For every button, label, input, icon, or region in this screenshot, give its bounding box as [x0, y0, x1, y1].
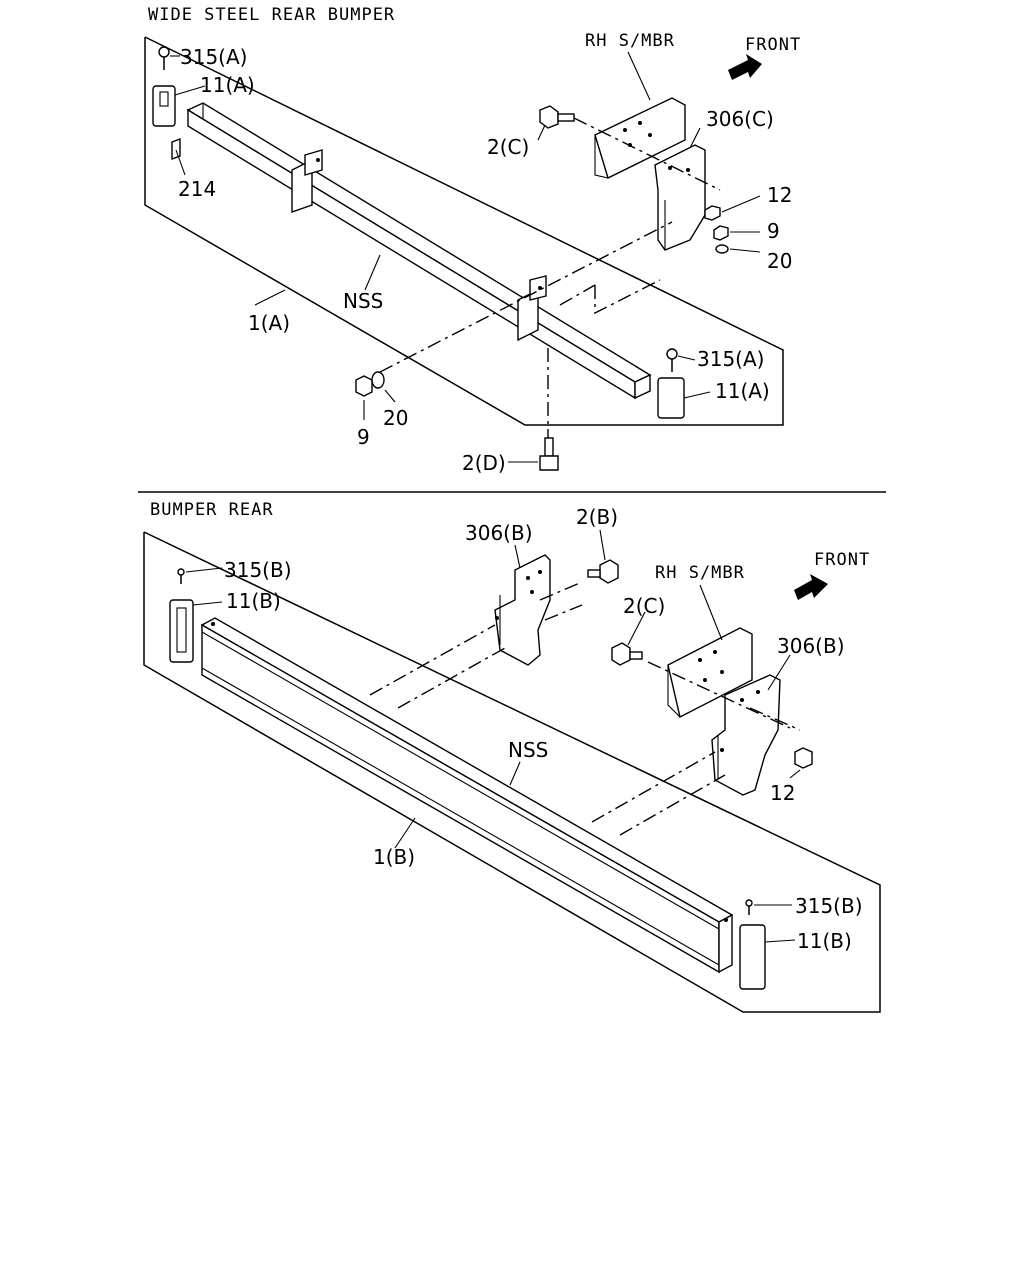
alignment-line: [379, 221, 673, 373]
label-9-right: 9: [767, 219, 780, 243]
label-306b-right: 306(B): [777, 634, 845, 658]
end-cover-right: [657, 377, 685, 419]
label-2b: 2(B): [576, 505, 618, 529]
alignment-line: [544, 604, 583, 621]
label-306c: 306(C): [706, 107, 774, 131]
nut-12: [704, 205, 721, 221]
alignment-line: [397, 647, 506, 709]
label-214: 214: [178, 177, 216, 201]
end-cover-left: [152, 85, 176, 127]
label-1a: 1(A): [248, 311, 290, 335]
bolt-2b: [587, 559, 619, 584]
fastener-top-left: [158, 46, 170, 70]
label-315a-right: 315(A): [697, 347, 764, 371]
end-cover-right: [739, 924, 766, 990]
section-boundary: [144, 36, 784, 426]
label-11b-right: 11(B): [797, 929, 852, 953]
alignment-line: [539, 581, 583, 601]
rh-side-member: [594, 97, 686, 179]
alignment-line: [749, 707, 801, 731]
fastener-right: [745, 899, 753, 915]
leader-lines: [170, 51, 761, 463]
label-12: 12: [770, 781, 795, 805]
label-rh-smbr: RH S/MBR: [655, 563, 745, 583]
clip-214: [171, 137, 181, 161]
label-315a-top: 315(A): [180, 45, 247, 69]
label-2c: 2(C): [623, 594, 665, 618]
bracket-306c: [654, 144, 706, 251]
bolt-2c: [611, 642, 643, 666]
alignment-line: [369, 624, 496, 696]
label-11b-left: 11(B): [226, 589, 281, 613]
label-front: FRONT: [814, 550, 870, 570]
front-arrow-icon: [794, 574, 828, 600]
bolt-2c: [539, 105, 575, 129]
label-12: 12: [767, 183, 792, 207]
fastener-left: [177, 568, 185, 584]
rh-side-member: [667, 627, 753, 719]
section-wide-steel-rear-bumper: WIDE STEEL REAR BUMPER: [144, 5, 801, 475]
bumper-beam: [200, 617, 734, 974]
alignment-line: [559, 284, 596, 306]
label-rh-smbr: RH S/MBR: [585, 31, 675, 51]
label-1b: 1(B): [373, 845, 415, 869]
fastener-right: [666, 348, 678, 372]
label-2d: 2(D): [462, 451, 506, 475]
nut-12: [794, 747, 813, 769]
label-306b-left: 306(B): [465, 521, 533, 545]
label-nss: NSS: [343, 289, 383, 313]
label-2c: 2(C): [487, 135, 529, 159]
label-9-left: 9: [357, 425, 370, 449]
alignment-line: [591, 751, 716, 823]
bolt-2d: [539, 437, 559, 471]
nut-9-right: [713, 225, 729, 241]
section-bumper-rear: BUMPER REAR: [143, 500, 881, 1013]
label-front: FRONT: [745, 35, 801, 55]
bracket-306b-left: [494, 554, 551, 666]
washer-20-right: [715, 244, 729, 254]
alignment-line: [594, 279, 661, 315]
leader-lines: [185, 529, 801, 943]
bracket-306b-right: [711, 674, 781, 796]
label-315b-left: 315(B): [224, 558, 292, 582]
washer-20-left: [371, 371, 385, 389]
section-title: WIDE STEEL REAR BUMPER: [148, 5, 395, 25]
label-nss: NSS: [508, 738, 548, 762]
label-20-left: 20: [383, 406, 408, 430]
label-11a-right: 11(A): [715, 379, 770, 403]
bumper-beam: [186, 102, 652, 400]
label-315b-right: 315(B): [795, 894, 863, 918]
end-cover-left: [169, 599, 194, 663]
section-boundary: [143, 531, 881, 1013]
alignment-line: [573, 117, 721, 191]
label-20-right: 20: [767, 249, 792, 273]
nut-9-left: [355, 375, 373, 397]
alignment-line: [619, 774, 726, 836]
label-11a-top: 11(A): [200, 73, 255, 97]
section-title: BUMPER REAR: [150, 500, 274, 520]
front-arrow-icon: [728, 54, 762, 80]
